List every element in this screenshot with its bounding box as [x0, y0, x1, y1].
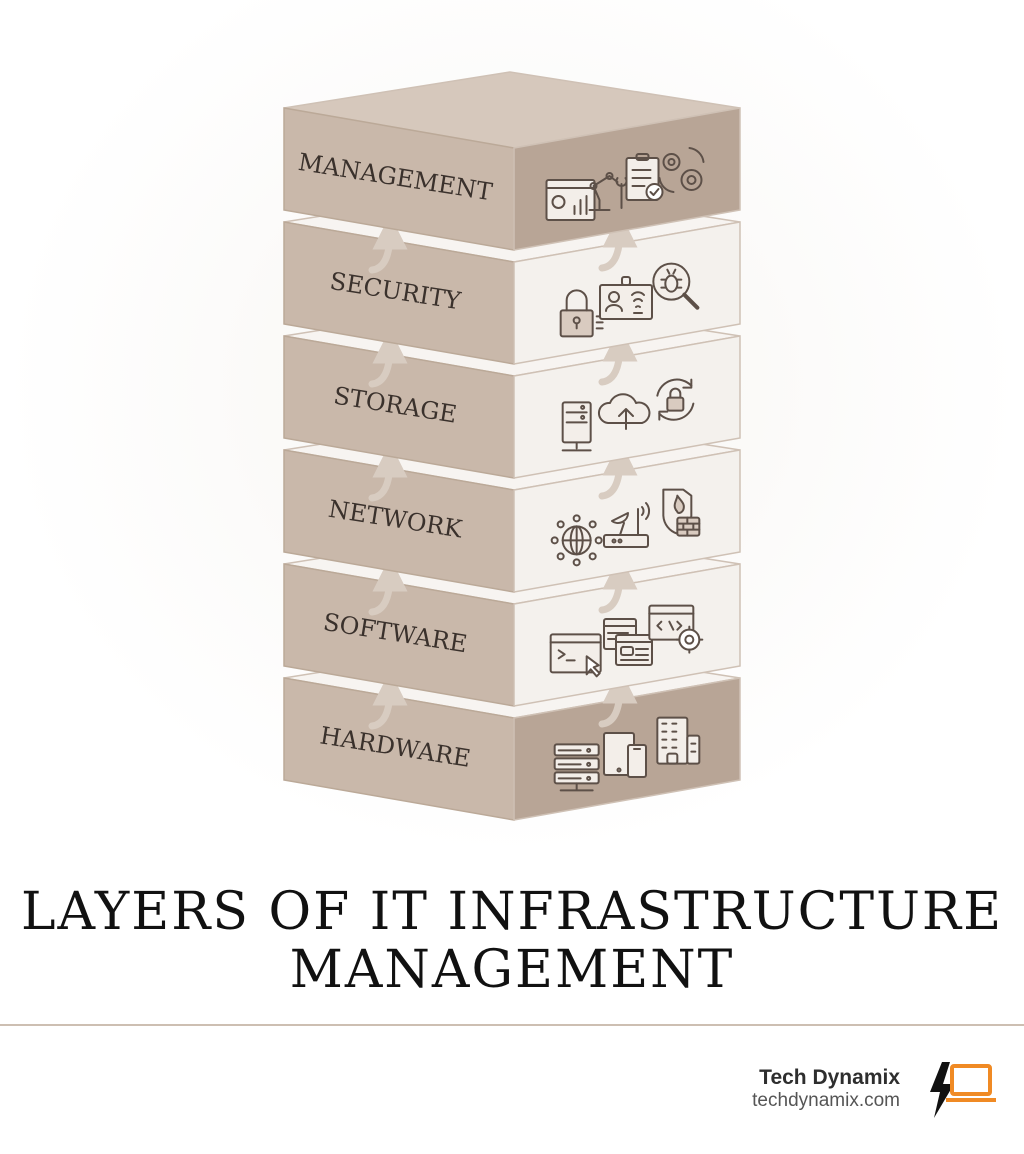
brand-name: Tech Dynamix — [759, 1066, 900, 1089]
tablet-phone-icon — [603, 732, 647, 778]
up-arrow — [598, 554, 638, 614]
padlock-icon — [559, 289, 604, 338]
up-arrow — [598, 326, 638, 386]
robot-arm-wrench-icon — [588, 172, 628, 211]
up-arrow — [368, 442, 408, 502]
up-arrow — [368, 556, 408, 616]
up-arrow — [368, 214, 408, 274]
checklist-clipboard-icon — [625, 153, 664, 201]
layer-stack-diagram: HARDWARESOFTWARENETWORKSTORAGESECURITYMA… — [283, 71, 741, 821]
up-arrow — [368, 328, 408, 388]
lightning-laptop-icon — [930, 1062, 996, 1118]
id-badge-fingerprint-icon — [599, 276, 653, 320]
gears-cycle-icon — [658, 147, 705, 193]
bug-search-icon — [652, 262, 700, 310]
title-line-2: MANAGEMENT — [289, 940, 735, 1000]
satellite-router-icon — [603, 502, 650, 548]
server-rack-icon — [553, 743, 600, 792]
layer-icon-face — [513, 449, 741, 593]
up-arrow — [598, 212, 638, 272]
up-arrow — [598, 440, 638, 500]
office-building-icon — [656, 716, 701, 765]
code-gear-icon — [648, 604, 704, 654]
globe-network-icon — [550, 514, 603, 567]
firewall-shield-icon — [662, 488, 701, 537]
title-line-1: LAYERS OF IT INFRASTRUCTURE — [20, 882, 1004, 942]
server-tower-icon — [561, 401, 592, 452]
brand-url: techdynamix.com — [752, 1090, 900, 1111]
up-arrow — [598, 668, 638, 728]
app-windows-icon — [603, 618, 653, 666]
lock-sync-icon — [656, 378, 695, 421]
dashboard-chart-icon — [545, 179, 596, 221]
up-arrow — [368, 670, 408, 730]
terminal-window-icon — [549, 633, 602, 678]
layer-management: MANAGEMENT — [283, 71, 741, 251]
cloud-upload-icon — [598, 393, 651, 430]
footer-divider — [0, 1024, 1024, 1026]
